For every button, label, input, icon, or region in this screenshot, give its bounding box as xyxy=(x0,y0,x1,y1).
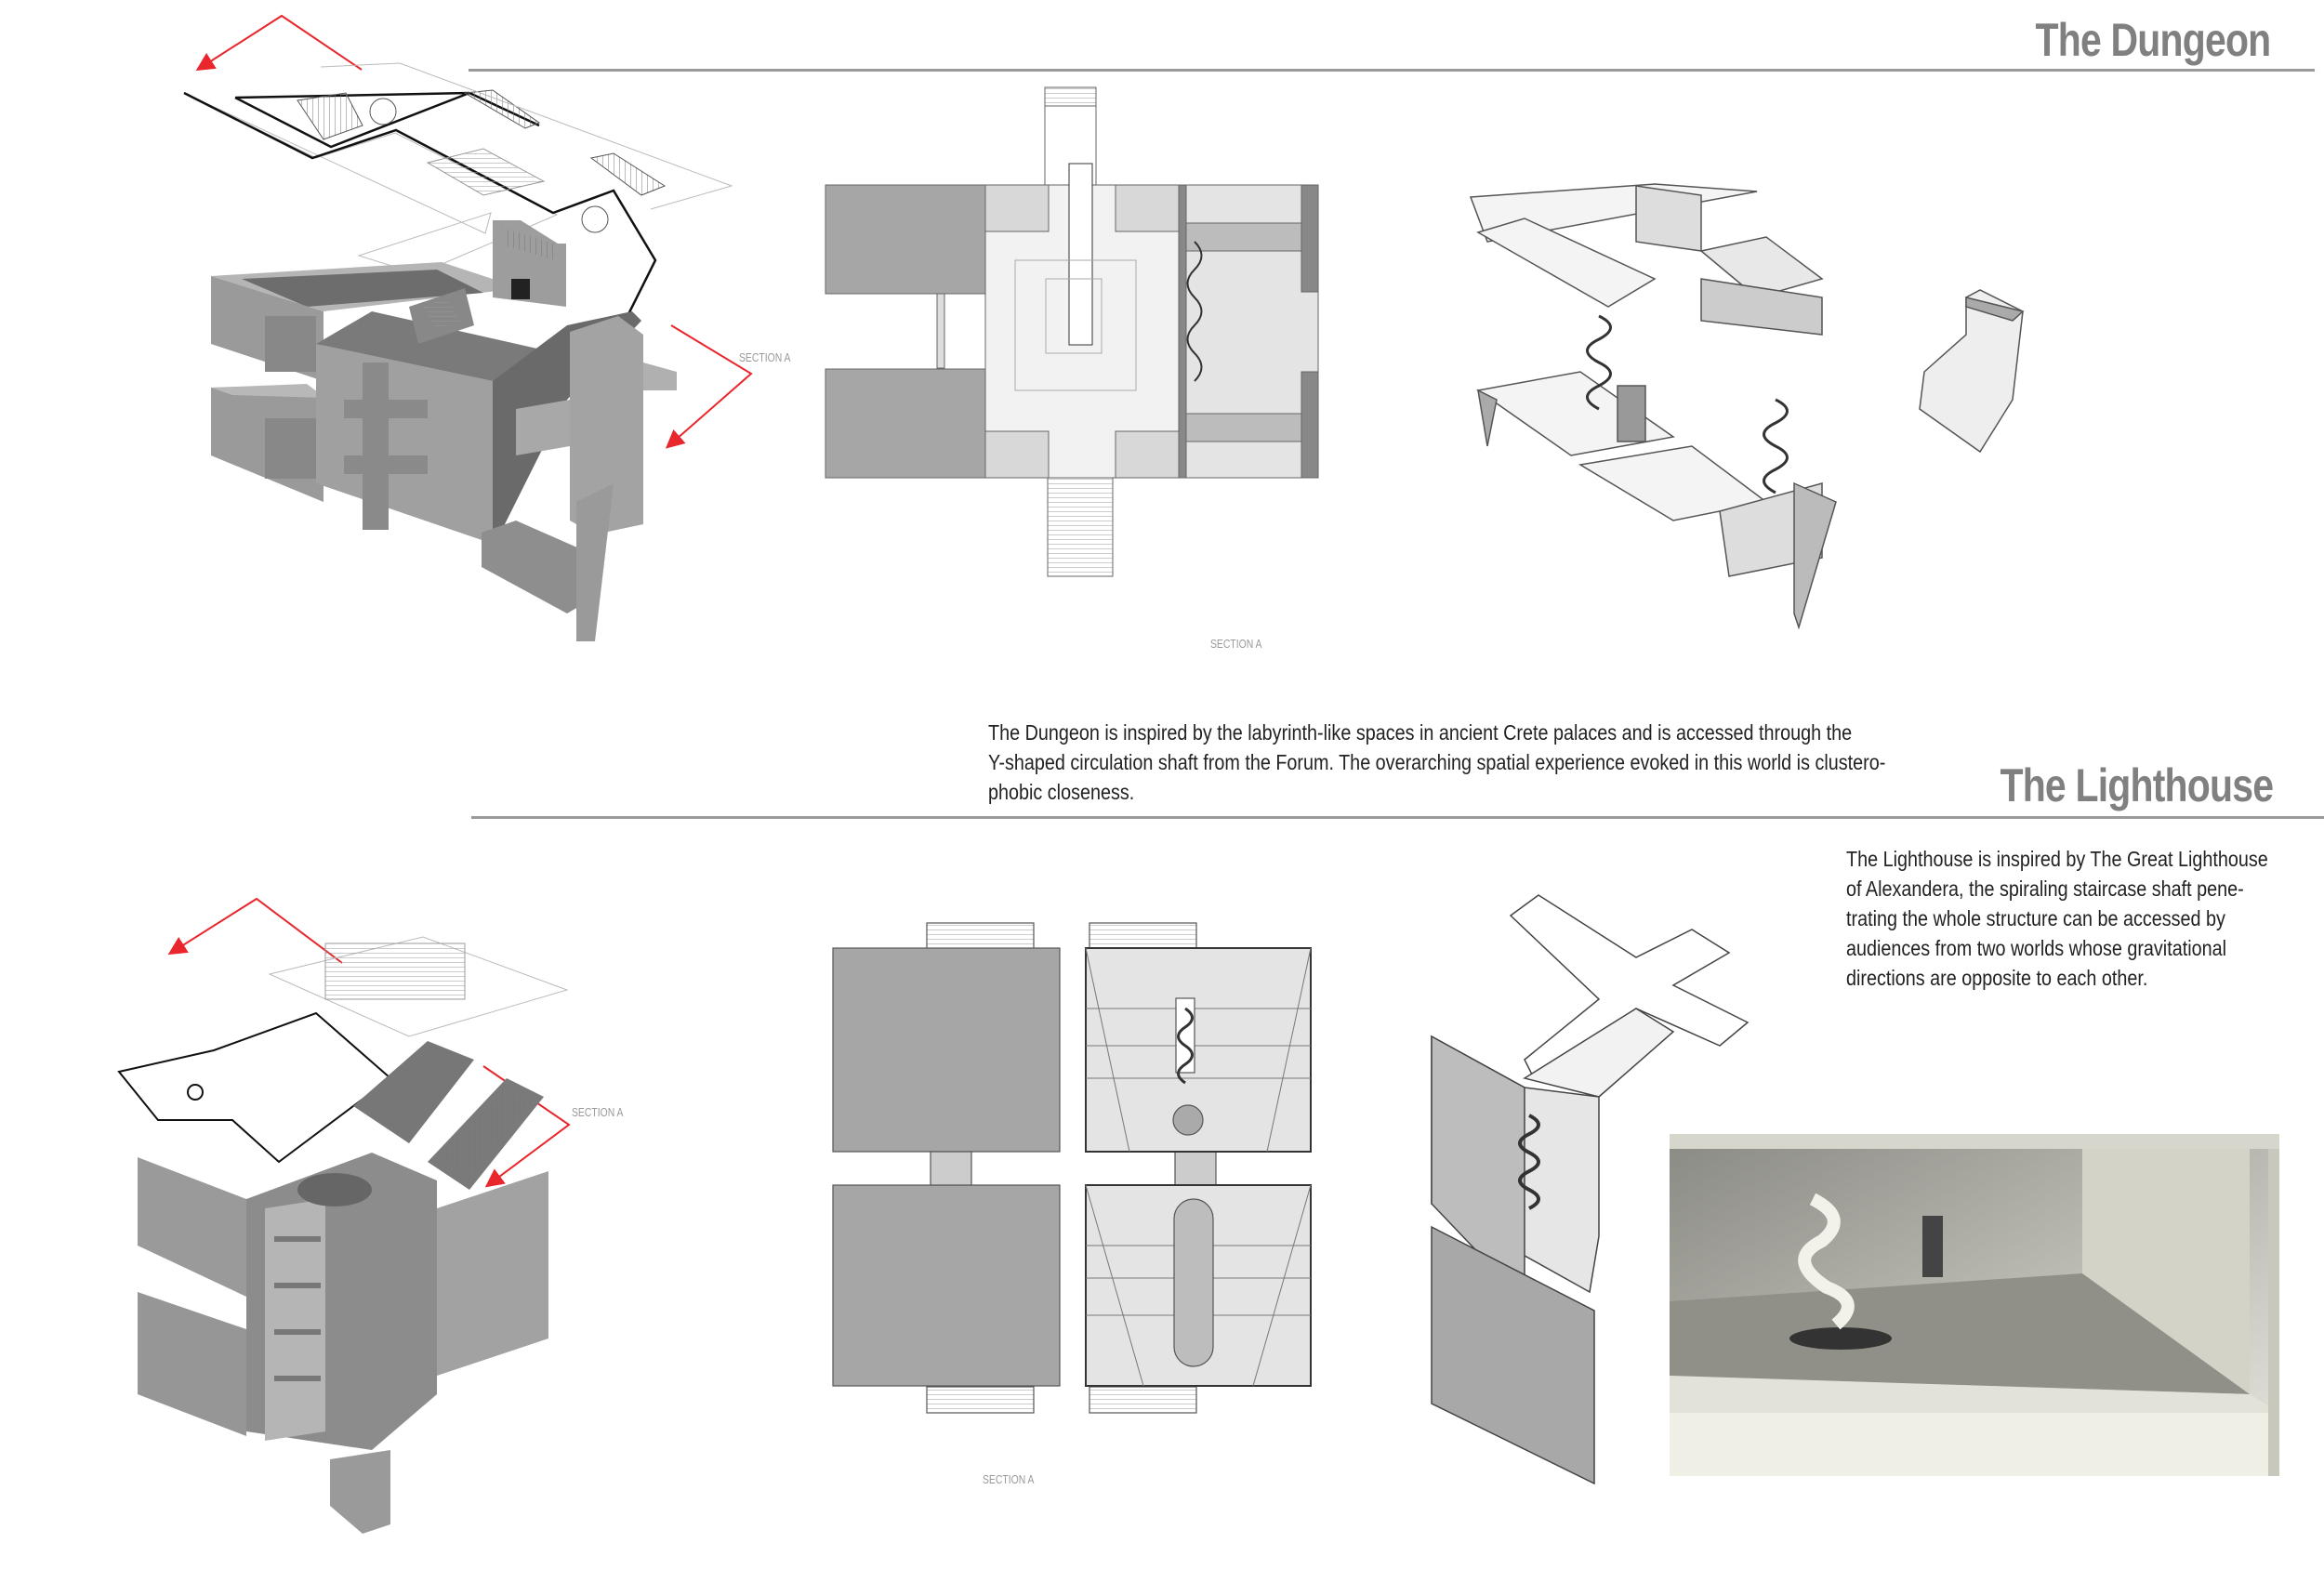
lighthouse-title: The Lighthouse xyxy=(2000,759,2274,811)
section-arrow-icon xyxy=(195,14,753,449)
lighthouse-axon-section-label: SECTION A xyxy=(572,1105,624,1119)
lighthouse-massing-model xyxy=(138,1041,548,1534)
dark-room xyxy=(832,1184,1061,1387)
spiral-stair xyxy=(1177,1007,1194,1085)
dungeon-floor-plan-layer xyxy=(183,62,733,363)
dungeon-axon-section-label: SECTION A xyxy=(739,350,791,364)
lighthouse-description-line: trating the whole structure can be acces… xyxy=(1846,906,2225,930)
lighthouse-exploded-axonometric xyxy=(1431,894,1750,1485)
dungeon-title: The Dungeon xyxy=(2035,14,2271,66)
section-arrow-icon xyxy=(167,897,571,1188)
dungeon-exploded-axonometric xyxy=(1469,183,2025,630)
spiral-stair xyxy=(1186,241,1203,382)
dungeon-massing-model xyxy=(211,220,677,641)
dungeon-axonometric xyxy=(183,14,753,641)
dark-room xyxy=(825,184,986,295)
dungeon-description-line: Y-shaped circulation shaft from the Foru… xyxy=(988,750,1886,774)
lighthouse-description-line: The Lighthouse is inspired by The Great … xyxy=(1846,847,2268,871)
dungeon-divider xyxy=(469,69,2315,72)
dark-room xyxy=(832,947,1061,1153)
lighthouse-description: The Lighthouse is inspired by The Great … xyxy=(1846,844,2324,993)
dungeon-description-line: The Dungeon is inspired by the labyrinth… xyxy=(988,720,1853,745)
dungeon-description-line: phobic closeness. xyxy=(988,780,1135,804)
lighthouse-axonometric xyxy=(117,897,571,1534)
lighthouse-section-plan xyxy=(832,922,1312,1414)
lighthouse-plan-section-label: SECTION A xyxy=(983,1472,1035,1486)
lighthouse-divider xyxy=(471,816,2324,819)
lighthouse-floor-plan-layer xyxy=(117,936,569,1164)
dungeon-section-plan xyxy=(825,86,1319,577)
lighthouse-description-line: directions are opposite to each other. xyxy=(1846,966,2148,990)
dungeon-description: The Dungeon is inspired by the labyrinth… xyxy=(988,718,1987,807)
dungeon-plan-section-label: SECTION A xyxy=(1210,637,1262,651)
dark-room xyxy=(825,368,986,479)
lighthouse-interior-render xyxy=(1670,1134,2279,1476)
lighthouse-description-line: of Alexandera, the spiraling staircase s… xyxy=(1846,877,2244,901)
stair-shaft xyxy=(1173,1198,1214,1367)
lighthouse-description-line: audiences from two worlds whose gravitat… xyxy=(1846,936,2226,960)
